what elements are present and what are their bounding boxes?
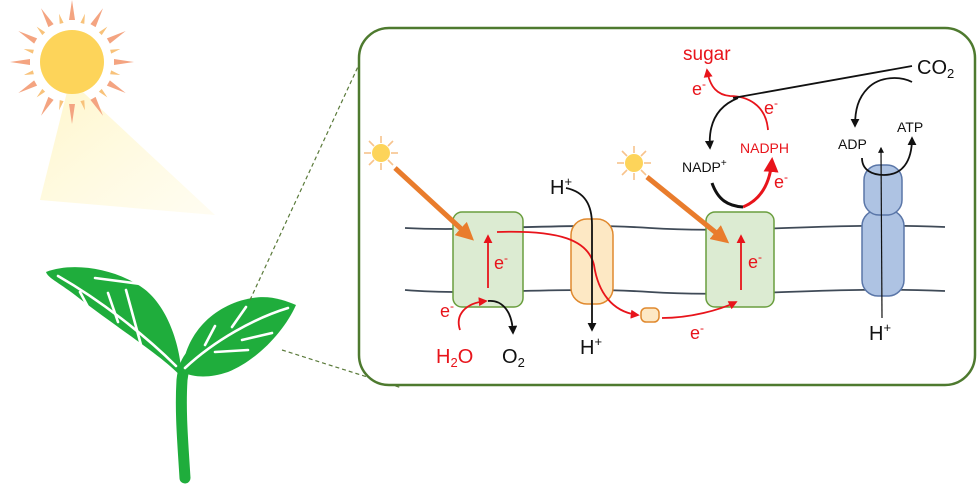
electron-label: e- <box>748 250 762 272</box>
calvin-cycle-line <box>732 65 913 99</box>
nadp-reduction-arrow <box>710 182 744 209</box>
proton-label-lumen-in: H+ <box>550 174 572 199</box>
electron-arrow-transport <box>496 230 640 319</box>
small-sun-icon <box>617 146 651 180</box>
atp-label: ATP <box>897 119 923 135</box>
light-arrow <box>393 166 474 241</box>
atp-cycle-arrow <box>850 77 913 128</box>
proton-label-atp-synthase: H+ <box>869 320 891 345</box>
small-sun-icon <box>364 136 398 170</box>
electron-label: e- <box>440 299 454 321</box>
sun-icon <box>10 0 134 124</box>
electron-label: e- <box>774 170 788 192</box>
oxygen-label: O2 <box>502 346 525 370</box>
sunlight-beam <box>40 80 215 215</box>
electron-label: e- <box>690 321 704 343</box>
atp-regeneration-arrow <box>861 136 917 176</box>
electron-arrow-transfer <box>661 301 738 319</box>
water-label: H2O <box>436 346 473 370</box>
electron-label: e- <box>494 251 508 273</box>
photosystem-i <box>705 211 775 308</box>
electron-label: e- <box>764 96 778 118</box>
proton-arrow-cytochrome <box>565 187 597 332</box>
adp-label: ADP <box>838 136 867 152</box>
plant-icon <box>46 267 296 484</box>
light-arrow <box>645 175 730 244</box>
electron-arrow-to-sugar <box>703 68 769 131</box>
electron-arrow-nadph <box>742 157 779 209</box>
co2-label: CO2 <box>917 57 954 81</box>
electron-arrow-water <box>457 297 488 331</box>
proton-label-stroma-out: H+ <box>580 334 602 359</box>
sugar-label: sugar <box>683 44 731 65</box>
electron-label: e- <box>692 77 706 99</box>
oxygen-arrow <box>487 300 518 335</box>
zoom-connector <box>249 57 403 389</box>
electron-carrier <box>640 307 660 323</box>
nadp-cycle-arrow <box>704 97 739 150</box>
nadph-label: NADPH <box>740 140 789 156</box>
atp-synthase <box>861 164 905 297</box>
proton-arrow-atp-synthase <box>878 146 885 319</box>
nadp-label: NADP+ <box>682 158 727 175</box>
